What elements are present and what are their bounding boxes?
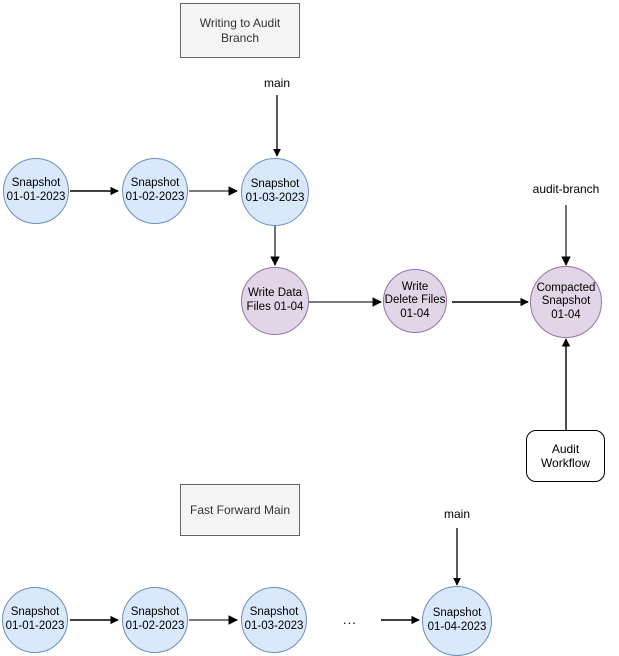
- node-label: Snapshot 01-01-2023: [5, 606, 65, 632]
- section-title-writing-to-audit-branch: Writing to Audit Branch: [180, 3, 300, 58]
- node-snapshot-01-02-2023-bottom: Snapshot 01-02-2023: [122, 587, 188, 653]
- node-label: Snapshot 01-02-2023: [125, 606, 185, 632]
- node-label: Snapshot 01-01-2023: [6, 177, 66, 203]
- section-title-label: Writing to Audit Branch: [199, 16, 281, 45]
- node-label: Write Delete Files 01-04: [384, 280, 446, 320]
- branch-label-main-top: main: [263, 76, 290, 90]
- node-snapshot-01-03-2023-top: Snapshot 01-03-2023: [241, 158, 309, 226]
- node-snapshot-01-02-2023-top: Snapshot 01-02-2023: [122, 158, 188, 224]
- node-label: Snapshot 01-02-2023: [125, 177, 185, 203]
- node-write-delete-files-01-04: Write Delete Files 01-04: [383, 269, 447, 333]
- branch-label-audit-branch: audit-branch: [532, 182, 600, 196]
- node-compacted-snapshot-01-04: Compacted Snapshot 01-04: [530, 266, 602, 338]
- section-title-label: Fast Forward Main: [189, 502, 291, 517]
- node-label: Write Data Files 01-04: [246, 287, 304, 313]
- chain-ellipsis: ...: [343, 612, 357, 627]
- branch-label-main-bottom: main: [443, 507, 470, 521]
- node-audit-workflow: Audit Workflow: [526, 430, 605, 482]
- node-snapshot-01-03-2023-bottom: Snapshot 01-03-2023: [241, 587, 307, 653]
- node-label: Audit Workflow: [540, 441, 591, 470]
- node-label: Compacted Snapshot 01-04: [536, 281, 596, 321]
- node-label: Snapshot 01-03-2023: [244, 606, 304, 632]
- node-label: Snapshot 01-03-2023: [245, 178, 305, 204]
- node-write-data-files-01-04: Write Data Files 01-04: [241, 267, 309, 335]
- node-snapshot-01-04-2023-bottom: Snapshot 01-04-2023: [422, 586, 492, 656]
- node-snapshot-01-01-2023-top: Snapshot 01-01-2023: [3, 158, 69, 224]
- section-title-fast-forward-main: Fast Forward Main: [180, 484, 300, 536]
- node-label: Snapshot 01-04-2023: [427, 607, 487, 633]
- node-snapshot-01-01-2023-bottom: Snapshot 01-01-2023: [2, 587, 68, 653]
